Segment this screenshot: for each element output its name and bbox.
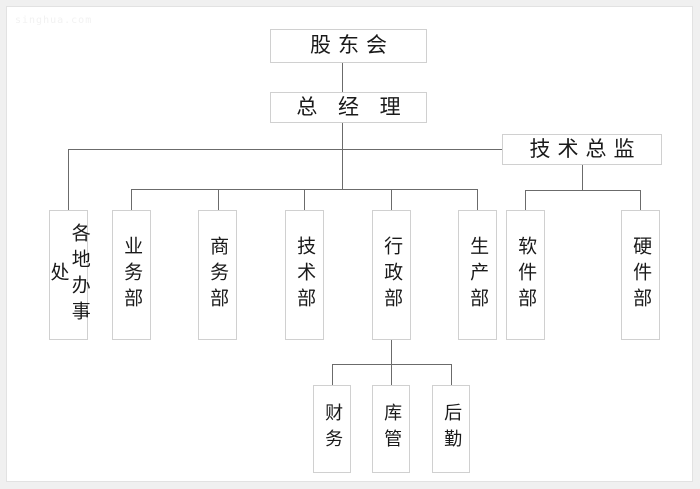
connector-td-trunk: [582, 165, 583, 190]
node-finance[interactable]: 财务: [313, 385, 351, 473]
node-technical-director[interactable]: 技术总监: [502, 134, 662, 165]
node-hardware-dept-label: 硬件部: [630, 236, 653, 314]
node-warehouse-label: 库管: [381, 403, 403, 455]
node-administration-dept-label: 行政部: [381, 236, 404, 314]
connector-drop-finance: [332, 364, 333, 385]
connector-drop-production-dept: [477, 189, 478, 210]
node-software-dept-label: 软件部: [515, 236, 538, 314]
connector-bus-upper: [68, 149, 504, 150]
connector-drop-warehouse: [391, 364, 392, 385]
node-shareholders-label: 股东会: [310, 33, 394, 58]
connector-bus-technical-director: [525, 190, 640, 191]
connector-drop-logistics: [451, 364, 452, 385]
node-commerce-dept[interactable]: 商务部: [198, 210, 237, 340]
connector-shareholders-to-gm: [342, 63, 343, 92]
connector-drop-software-dept: [525, 190, 526, 210]
connector-gm-trunk: [342, 122, 343, 189]
connector-drop-business-dept: [131, 189, 132, 210]
node-general-manager[interactable]: 总 经 理: [270, 92, 427, 123]
node-software-dept[interactable]: 软件部: [506, 210, 545, 340]
node-finance-label: 财务: [322, 403, 344, 455]
node-warehouse[interactable]: 库管: [372, 385, 410, 473]
node-local-offices[interactable]: 各地办事处: [47, 210, 91, 340]
node-shareholders[interactable]: 股东会: [270, 29, 427, 63]
node-business-dept-label: 业务部: [121, 236, 144, 314]
node-general-manager-label: 总 经 理: [296, 94, 408, 119]
node-technical-director-label: 技术总监: [529, 136, 642, 161]
node-commerce-dept-label: 商务部: [207, 236, 230, 314]
node-production-dept[interactable]: 生产部: [458, 210, 497, 340]
diagram-canvas: singhua.com 股东会 总 经 理 技术总监 各地办事处 业务部 商务部: [6, 6, 693, 482]
node-local-offices-label: 各地办事处: [47, 223, 91, 327]
connector-drop-technology-dept: [304, 189, 305, 210]
node-logistics[interactable]: 后勤: [432, 385, 470, 473]
node-administration-dept[interactable]: 行政部: [372, 210, 411, 340]
node-hardware-dept[interactable]: 硬件部: [621, 210, 660, 340]
connector-drop-commerce-dept: [218, 189, 219, 210]
connector-admin-trunk: [391, 340, 392, 364]
node-production-dept-label: 生产部: [467, 236, 490, 314]
connector-drop-hardware-dept: [640, 190, 641, 210]
watermark: singhua.com: [15, 15, 93, 26]
node-technology-dept-label: 技术部: [294, 236, 317, 314]
connector-drop-administration-dept: [391, 189, 392, 210]
connector-drop-local-offices: [68, 149, 69, 210]
node-logistics-label: 后勤: [441, 403, 463, 455]
node-technology-dept[interactable]: 技术部: [285, 210, 324, 340]
node-business-dept[interactable]: 业务部: [112, 210, 151, 340]
